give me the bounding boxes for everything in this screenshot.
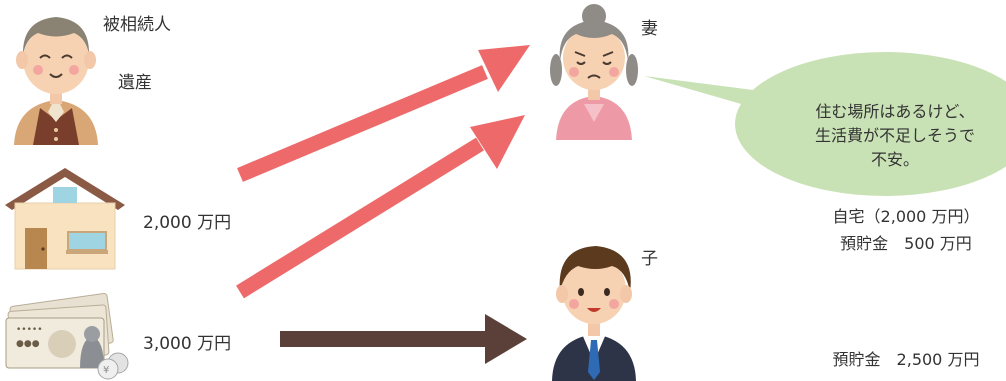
svg-text:¥: ¥ [103, 365, 109, 376]
wife-speech-line-1: 住む場所はあるけど、 [815, 102, 975, 121]
wife-inheritance: 自宅（2,000 万円） 預貯金 500 万円 [806, 203, 1006, 257]
deceased-label: 被相続人 [103, 15, 171, 35]
wife-speech-line-3: 不安。 [870, 150, 919, 169]
child-label: 子 [641, 249, 658, 269]
grandpa-icon [14, 17, 98, 145]
wife-label: 妻 [641, 19, 658, 39]
svg-text:●●●: ●●● [16, 339, 40, 349]
arrow-cash-to-wife [236, 115, 525, 299]
arrow-house-to-wife [237, 45, 530, 182]
wife-speech: 住む場所はあるけど、 生活費が不足しそうで 不安。 [775, 100, 1006, 172]
wife-inheritance-line-2: 預貯金 500 万円 [840, 234, 972, 253]
speech-bubble [644, 52, 1006, 196]
child-inheritance: 預貯金 2,500 万円 [806, 346, 1006, 373]
wife-speech-line-2: 生活費が不足しそうで [814, 126, 975, 145]
cash-value: 3,000 万円 [143, 334, 232, 354]
house-value: 2,000 万円 [143, 213, 232, 233]
son-icon [552, 246, 636, 381]
arrow-cash-to-child [280, 314, 527, 364]
svg-text:•••••: ••••• [16, 325, 43, 335]
child-inheritance-line-1: 預貯金 2,500 万円 [832, 350, 980, 369]
wife-inheritance-line-1: 自宅（2,000 万円） [832, 207, 980, 226]
house-icon [5, 168, 125, 270]
grandma-icon [550, 4, 638, 140]
money-icon: ••••• ●●● ¥ [5, 292, 129, 380]
estate-label: 遺産 [118, 73, 152, 93]
